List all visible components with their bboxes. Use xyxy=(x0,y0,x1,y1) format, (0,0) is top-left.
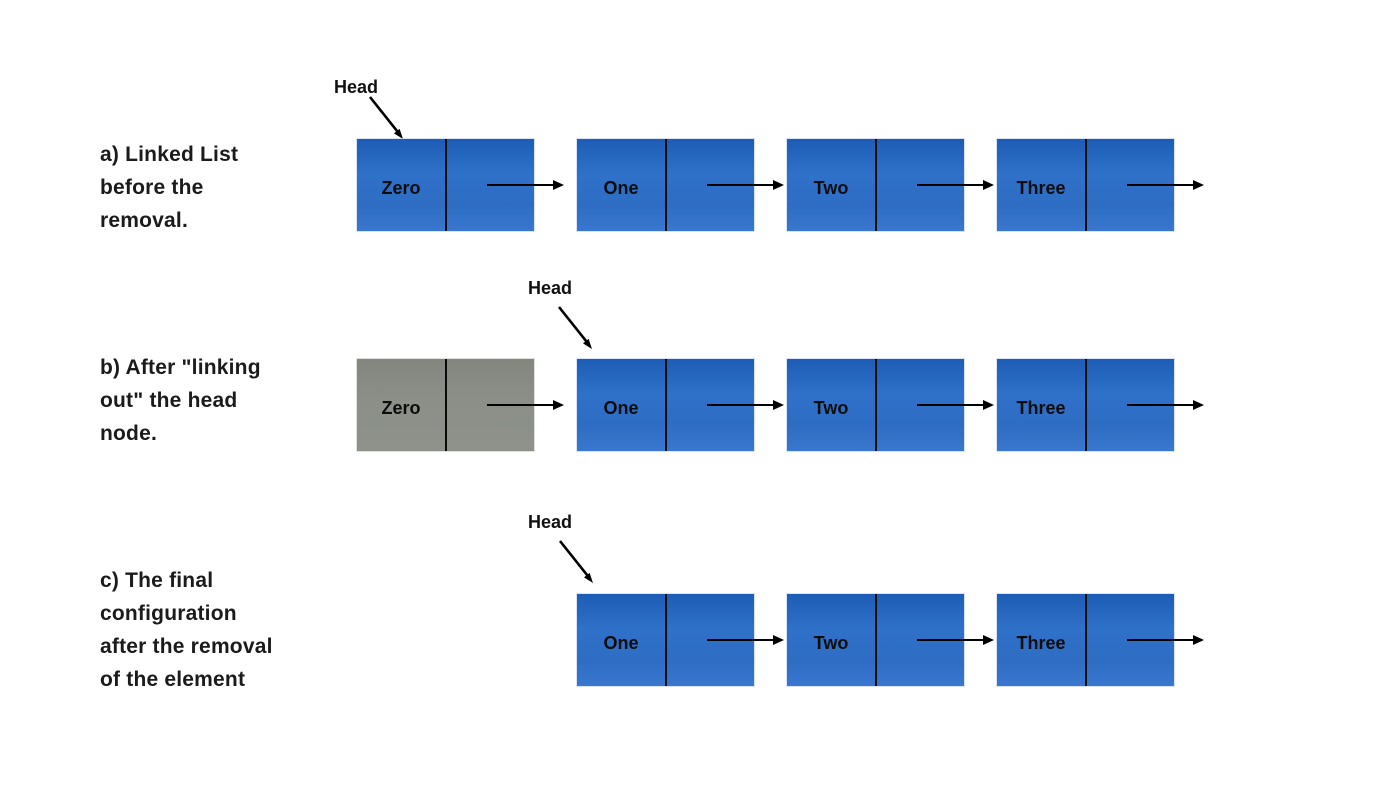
node-three: Three xyxy=(997,139,1204,231)
caption-row-c: c) The final configuration after the rem… xyxy=(100,564,320,696)
node-divider xyxy=(874,594,877,686)
arrowhead-icon xyxy=(553,400,564,410)
arrowhead-icon xyxy=(1193,635,1204,645)
node-divider xyxy=(664,594,667,686)
node-two: Two xyxy=(787,139,994,231)
arrowhead-icon xyxy=(773,180,784,190)
next-pointer-arrow xyxy=(707,400,784,410)
node-divider xyxy=(874,139,877,231)
arrowhead-icon xyxy=(1193,180,1204,190)
caption-line: configuration xyxy=(100,602,237,625)
node-three: Three xyxy=(997,359,1204,451)
next-pointer-arrow xyxy=(1127,400,1204,410)
head-pointer-label: Head xyxy=(528,278,573,298)
node-divider xyxy=(1084,139,1087,231)
arrowhead-icon xyxy=(983,400,994,410)
node-divider xyxy=(664,139,667,231)
node-one: One xyxy=(577,594,784,686)
arrowhead-icon xyxy=(773,635,784,645)
node-divider xyxy=(874,359,877,451)
next-pointer-arrow xyxy=(707,180,784,190)
caption-line: before the xyxy=(100,176,204,199)
next-pointer-arrow xyxy=(487,400,564,410)
arrowhead-icon xyxy=(773,400,784,410)
node-value-label: Three xyxy=(1016,632,1066,653)
caption-row-b: b) After "linking out" the head node. xyxy=(100,351,320,450)
node-value-label: Zero xyxy=(381,177,421,198)
node-two: Two xyxy=(787,359,994,451)
node-divider xyxy=(444,139,447,231)
caption-line: b) After "linking xyxy=(100,356,261,379)
node-zero-removed: Zero xyxy=(357,359,564,451)
node-three: Three xyxy=(997,594,1204,686)
node-value-label: Two xyxy=(813,177,849,198)
caption-line: of the element xyxy=(100,668,246,691)
next-pointer-arrow xyxy=(917,400,994,410)
arrowhead-icon xyxy=(983,180,994,190)
caption-row-a: a) Linked List before the removal. xyxy=(100,138,320,237)
node-value-label: One xyxy=(603,397,639,418)
node-value-label: Zero xyxy=(381,397,421,418)
node-divider xyxy=(444,359,447,451)
node-two: Two xyxy=(787,594,994,686)
head-arrow-icon xyxy=(558,540,593,583)
next-pointer-arrow xyxy=(487,180,564,190)
arrowhead-icon xyxy=(983,635,994,645)
node-value-label: Three xyxy=(1016,397,1066,418)
node-value-label: One xyxy=(603,177,639,198)
next-pointer-arrow xyxy=(1127,635,1204,645)
head-arrow-icon xyxy=(557,306,592,349)
next-pointer-arrow xyxy=(917,635,994,645)
next-pointer-arrow xyxy=(1127,180,1204,190)
node-one: One xyxy=(577,359,784,451)
caption-line: removal. xyxy=(100,209,188,232)
caption-line: after the removal xyxy=(100,635,273,658)
caption-line: c) The final xyxy=(100,569,214,592)
head-pointer-label: Head xyxy=(528,512,573,532)
node-value-label: One xyxy=(603,632,639,653)
node-divider xyxy=(1084,594,1087,686)
arrowhead-icon xyxy=(553,180,564,190)
node-divider xyxy=(1084,359,1087,451)
node-divider xyxy=(664,359,667,451)
next-pointer-arrow xyxy=(707,635,784,645)
caption-line: node. xyxy=(100,422,157,445)
caption-line: out" the head xyxy=(100,389,238,412)
head-arrow-icon xyxy=(368,96,403,139)
node-one: One xyxy=(577,139,784,231)
caption-line: a) Linked List xyxy=(100,143,239,166)
head-pointer-label: Head xyxy=(334,77,379,97)
node-value-label: Three xyxy=(1016,177,1066,198)
node-value-label: Two xyxy=(813,397,849,418)
node-value-label: Two xyxy=(813,632,849,653)
arrowhead-icon xyxy=(1193,400,1204,410)
node-zero: Zero xyxy=(357,139,564,231)
next-pointer-arrow xyxy=(917,180,994,190)
